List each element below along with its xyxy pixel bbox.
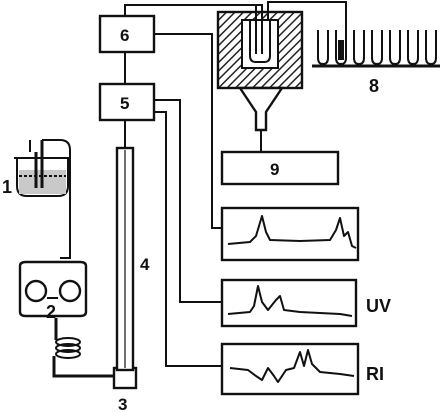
label-column: 4 [140, 255, 150, 274]
detector-5 [98, 82, 156, 122]
pump [18, 260, 88, 318]
label-detector-5: 5 [120, 94, 129, 113]
label-detector-6: 6 [120, 26, 129, 45]
label-detector-9: 9 [270, 160, 279, 179]
pulse-damper-coil [52, 318, 114, 378]
detector-6 [98, 14, 156, 54]
label-uv: UV [366, 296, 391, 316]
recorder-ri [220, 342, 360, 396]
label-injector: 3 [118, 395, 127, 412]
funnel [237, 86, 285, 152]
label-reservoir: 1 [2, 177, 12, 197]
column [115, 146, 135, 372]
recorder-uv [220, 278, 358, 328]
label-pump: 2 [46, 302, 56, 322]
fraction-collector [312, 30, 440, 68]
solvent-reservoir [14, 139, 71, 259]
recorder-top [220, 206, 360, 262]
label-fraction-collector: 8 [369, 76, 379, 96]
cold-trap-block [216, 1, 347, 90]
detector-9 [220, 150, 340, 186]
label-ri: RI [366, 364, 384, 384]
